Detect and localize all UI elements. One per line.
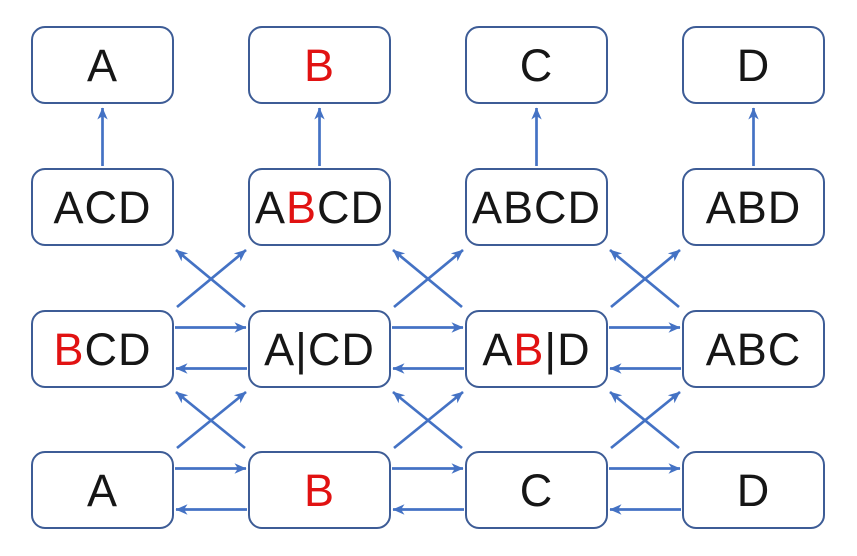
arrow-s3-to-m2	[392, 248, 463, 309]
box-m1-ACD: ACD	[31, 168, 174, 246]
label-segment: ABC	[705, 323, 802, 375]
box-b1-A: A	[31, 451, 174, 529]
label-segment: ABCD	[471, 181, 602, 233]
arrow-group	[97, 107, 759, 515]
label-segment: A|CD	[264, 323, 375, 375]
arrow-b2-to-s1	[175, 390, 246, 450]
label-segment: A	[86, 464, 118, 516]
box-t2-B: B	[248, 26, 391, 104]
box-s4-ABC: ABC	[682, 310, 825, 388]
label-segment: |D	[544, 323, 591, 375]
arrow-s2-to-m1	[175, 248, 246, 309]
box-t3-C: C	[465, 26, 608, 104]
box-s2-A|CD: A|CD	[248, 310, 391, 388]
label-segment: A	[254, 181, 286, 233]
arrow-b4-to-s3	[609, 390, 680, 450]
label-segment: B	[303, 39, 335, 91]
arrow-s4-to-m3	[609, 248, 680, 309]
label-segment: B	[513, 323, 545, 375]
box-b2-B: B	[248, 451, 391, 529]
label-segment: CD	[84, 323, 152, 375]
label-segment: D	[736, 39, 771, 91]
label-segment: CD	[317, 181, 385, 233]
label-segment: B	[53, 323, 85, 375]
box-b4-D: D	[682, 451, 825, 529]
label-segment: B	[303, 464, 335, 516]
label-segment: ABD	[705, 181, 802, 233]
box-m4-ABD: ABD	[682, 168, 825, 246]
label-segment: B	[286, 181, 318, 233]
label-segment: C	[519, 464, 554, 516]
label-segment: D	[736, 464, 771, 516]
box-m3-ABCD: ABCD	[465, 168, 608, 246]
box-t1-A: A	[31, 26, 174, 104]
label-segment: A	[482, 323, 514, 375]
arrow-b3-to-s2	[392, 390, 463, 450]
box-t4-D: D	[682, 26, 825, 104]
label-segment: A	[86, 39, 118, 91]
label-segment: ACD	[53, 181, 152, 233]
box-b3-C: C	[465, 451, 608, 529]
label-segment: C	[519, 39, 554, 91]
